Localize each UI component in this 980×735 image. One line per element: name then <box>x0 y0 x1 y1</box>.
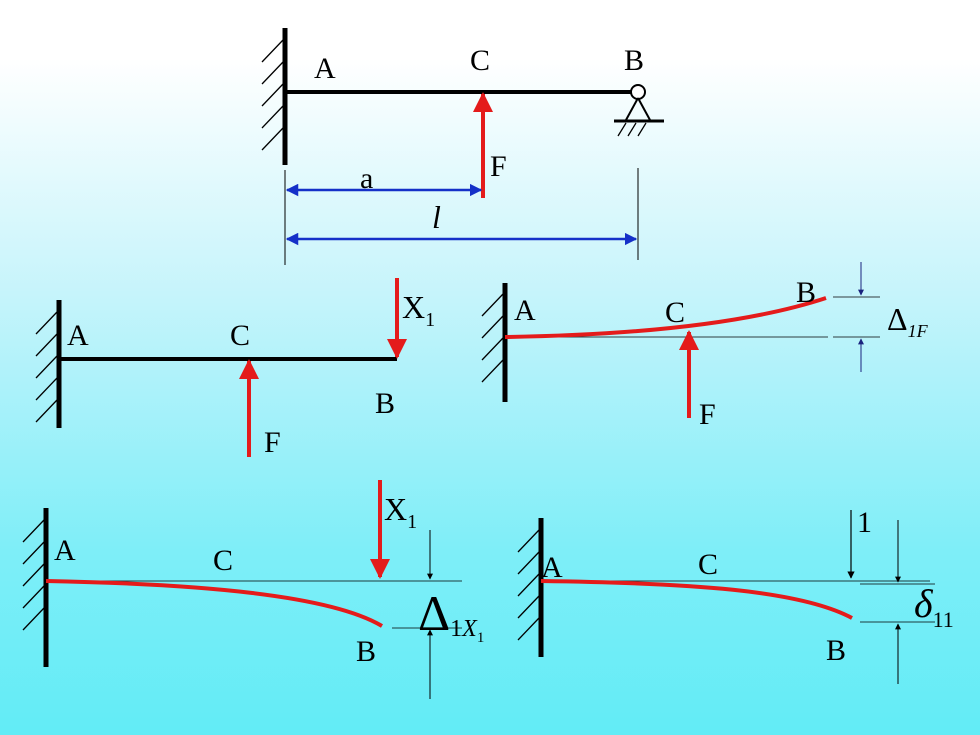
diagram-2-released-structure: A C B F X1 <box>35 278 435 459</box>
label-b-point: B <box>796 276 816 309</box>
label-delta-1x1: Δ1X1 <box>418 585 484 646</box>
deflected-beam-curve <box>540 579 853 620</box>
label-unit-load: 1 <box>857 506 872 539</box>
label-dim-l: l <box>432 199 441 235</box>
diagram-5-deflection-due-to-unit-load: A C B 1 δ11 <box>517 506 954 684</box>
label-x1: X1 <box>384 491 417 533</box>
label-b-point: B <box>356 635 376 668</box>
diagram-3-deflection-due-to-force: A C B F Δ1F <box>481 262 929 431</box>
fixed-support-hatch <box>481 293 504 383</box>
label-x1: X1 <box>402 289 435 331</box>
fixed-support-hatch <box>261 39 284 151</box>
label-a-point: A <box>67 319 89 352</box>
label-force: F <box>490 150 507 183</box>
label-a-point: A <box>314 52 336 85</box>
label-b-point: B <box>624 44 644 77</box>
label-delta-11: δ11 <box>914 581 954 632</box>
label-force: F <box>699 398 716 431</box>
label-c-point: C <box>470 44 490 77</box>
label-c-point: C <box>213 544 233 577</box>
diagram-4-deflection-due-to-x1: A C B X1 Δ1X1 <box>22 480 484 699</box>
label-b-point: B <box>826 634 846 667</box>
label-c-point: C <box>698 548 718 581</box>
roller-support <box>614 84 664 137</box>
label-b-point: B <box>375 387 395 420</box>
label-dim-a: a <box>360 162 373 195</box>
label-c-point: C <box>230 319 250 352</box>
deflected-beam-curve <box>504 296 827 339</box>
fixed-support-hatch <box>35 311 58 423</box>
label-c-point: C <box>665 296 685 329</box>
label-a-point: A <box>514 294 536 327</box>
label-a-point: A <box>54 534 76 567</box>
fixed-support-hatch <box>517 529 540 641</box>
label-delta-1f: Δ1F <box>887 301 929 341</box>
deflected-beam-curve <box>45 579 384 628</box>
label-a-point: A <box>541 551 563 584</box>
fixed-support-hatch <box>22 519 45 631</box>
label-force: F <box>264 426 281 459</box>
diagram-1-original-beam: A C B F a l <box>261 28 664 265</box>
